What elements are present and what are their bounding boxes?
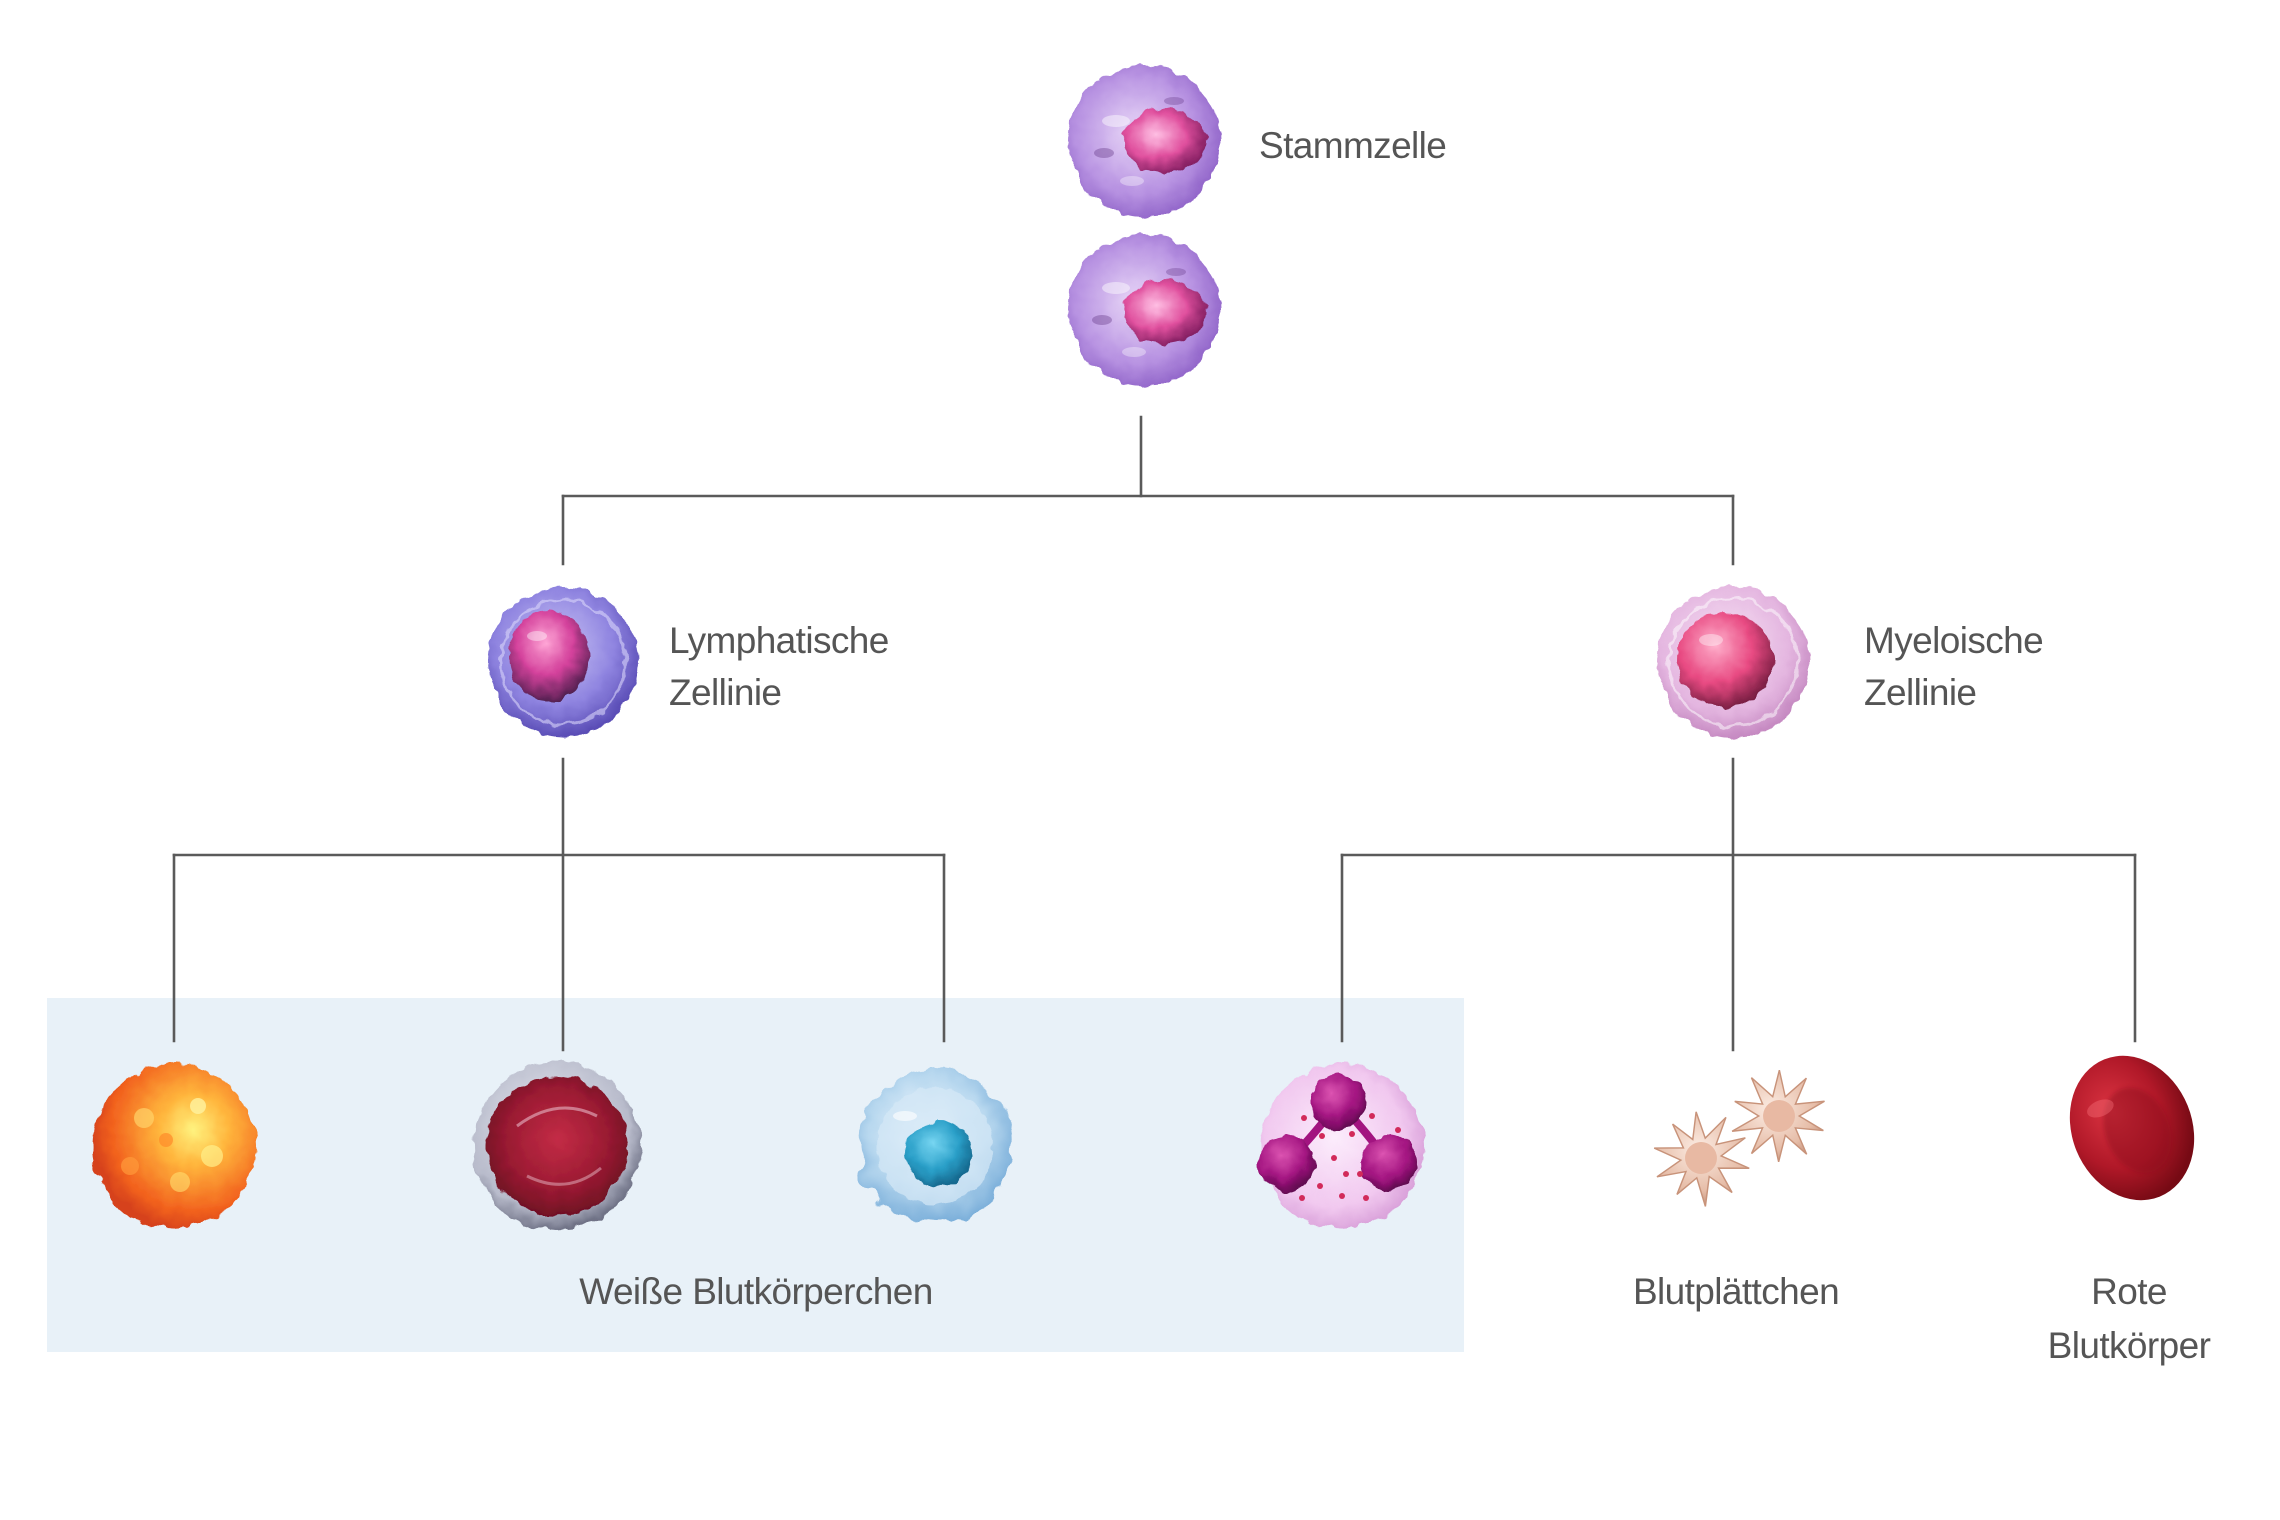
red-blood-cells-label-line2: Blutkörper [2048,1325,2211,1366]
connector-lines [172,415,2137,1052]
stem-cell-label: Stammzelle [1259,125,1446,166]
lymphoid-label-line2: Zellinie [669,672,781,713]
red-blood-cells-label-line1: Rote [2091,1271,2167,1312]
myeloid-label-line2: Zellinie [1864,672,1976,713]
stem-cell-icon [1068,234,1220,386]
white-cell-blue-icon [857,1068,1013,1224]
platelets-icon [1653,1069,1825,1207]
stem-cell-icon [1068,65,1220,217]
red-blood-cell-icon [2069,1055,2195,1201]
white-blood-cells-label: Weiße Blutkörperchen [579,1271,932,1312]
white-cell-orange-icon [92,1064,256,1228]
myeloid-progenitor-icon [1657,586,1809,738]
white-cell-purple-icon [1259,1064,1424,1228]
white-cell-dark-red-icon [473,1062,641,1230]
lymphoid-label-line1: Lymphatische [669,620,889,661]
lymphoid-progenitor-icon [488,587,638,737]
white-blood-cells-highlight-box [47,998,1464,1352]
platelets-label: Blutplättchen [1633,1271,1839,1312]
myeloid-label-line1: Myeloische [1864,620,2043,661]
